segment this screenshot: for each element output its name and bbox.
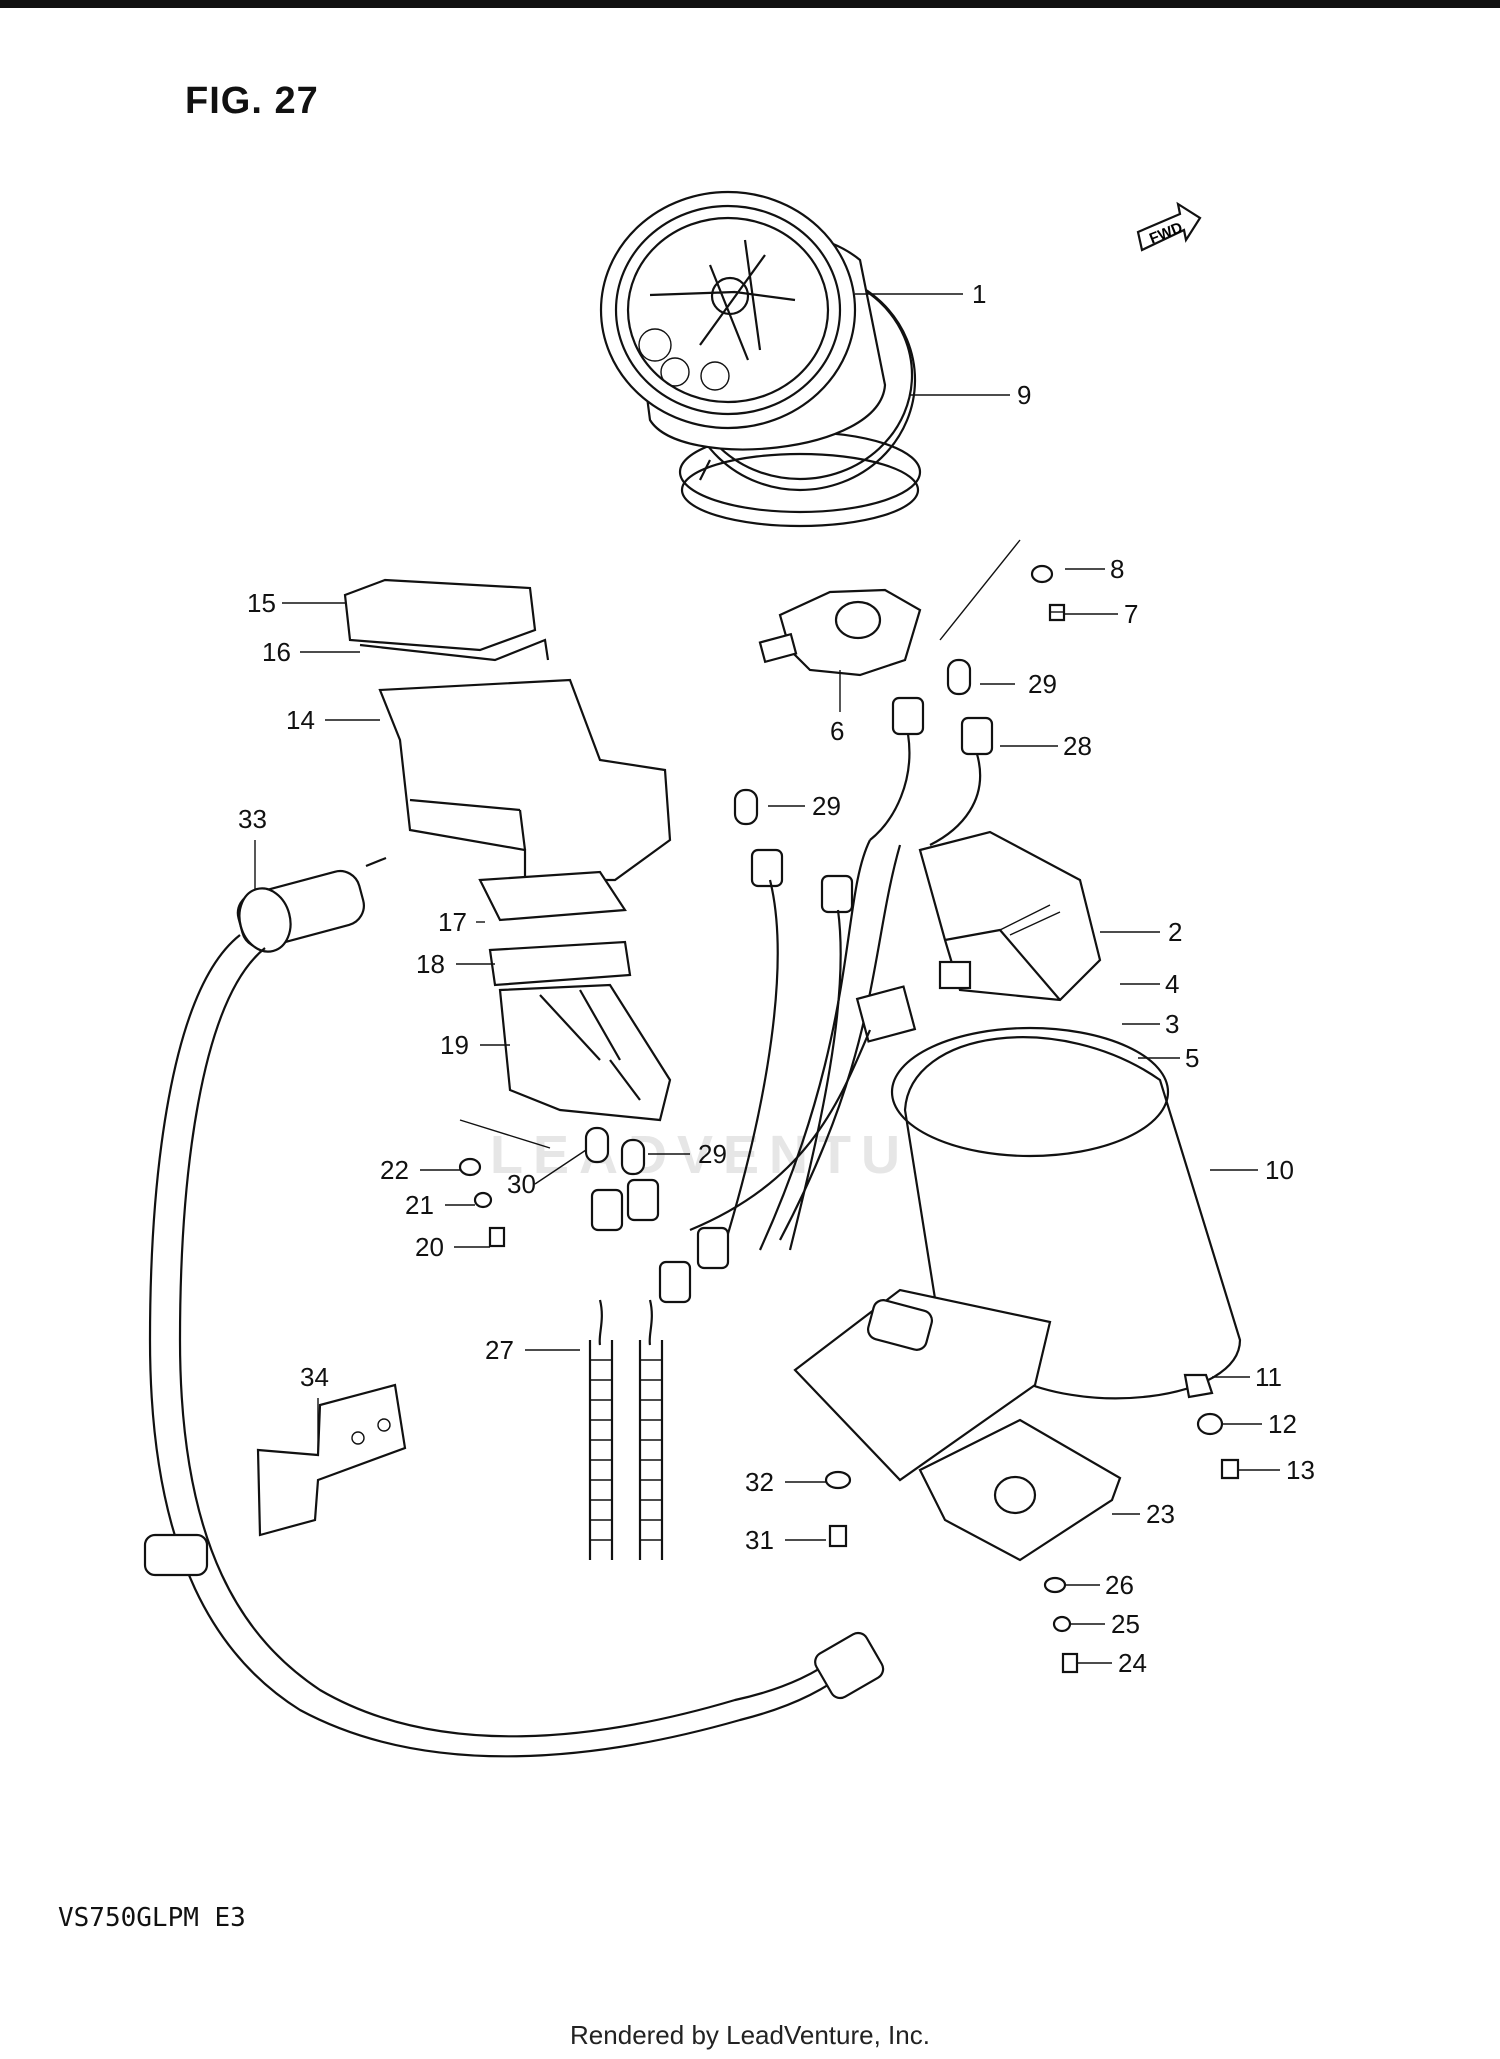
callout-17: 17	[438, 907, 467, 937]
callout-29-a: 29	[1028, 669, 1057, 699]
callout-30: 30	[507, 1169, 536, 1199]
fwd-label: FWD	[1147, 219, 1185, 248]
cable-bracket	[256, 1383, 407, 1537]
fastener-24-26	[1043, 1576, 1079, 1674]
callout-leaders	[254, 293, 1280, 1664]
callout-33: 33	[238, 804, 267, 834]
callout-29-b: 29	[812, 791, 841, 821]
callout-11: 11	[1255, 1362, 1282, 1392]
indicator-lens-set	[459, 870, 672, 1149]
callout-labels: 1 2 3 4 5 6 7 8 9 10 11 12 13 14 15 16 1…	[238, 279, 1315, 1678]
callout-22: 22	[380, 1155, 409, 1185]
fastener-31-32	[824, 1470, 852, 1548]
callout-13: 13	[1286, 1455, 1315, 1485]
callout-29-c: 29	[698, 1139, 727, 1169]
callout-20: 20	[415, 1232, 444, 1262]
callout-21: 21	[405, 1190, 434, 1220]
callout-1: 1	[972, 279, 986, 309]
indicator-module	[918, 830, 1102, 1002]
callout-12: 12	[1268, 1409, 1297, 1439]
callout-4: 4	[1165, 969, 1179, 999]
callout-28: 28	[1063, 731, 1092, 761]
fastener-11-13	[1183, 1373, 1240, 1480]
bulb-socket-group-upper	[733, 658, 994, 914]
callout-5: 5	[1185, 1043, 1199, 1073]
callout-32: 32	[745, 1467, 774, 1497]
callout-34: 34	[300, 1362, 329, 1392]
callout-7: 7	[1124, 599, 1138, 629]
callout-9: 9	[1017, 380, 1031, 410]
footer-credit: Rendered by LeadVenture, Inc.	[570, 2020, 930, 2050]
callout-27: 27	[485, 1335, 514, 1365]
callout-19: 19	[440, 1030, 469, 1060]
sensor-holder	[758, 539, 1021, 677]
indicator-housing	[343, 578, 672, 882]
figure-title: FIG. 27	[185, 80, 319, 122]
callout-16: 16	[262, 637, 291, 667]
callout-31: 31	[745, 1525, 774, 1555]
lower-bracket	[918, 1418, 1122, 1562]
callout-2: 2	[1168, 917, 1182, 947]
top-border	[0, 0, 1500, 8]
callout-25: 25	[1111, 1609, 1140, 1639]
fwd-arrow-icon: FWD	[1136, 201, 1202, 252]
screw-7	[1048, 603, 1066, 622]
instrument-cover	[793, 1026, 1242, 1482]
speedometer-gauge	[599, 190, 922, 528]
speedometer-cable	[143, 856, 885, 1758]
wiring-harness	[584, 839, 917, 1560]
callout-24: 24	[1118, 1648, 1147, 1678]
callout-10: 10	[1265, 1155, 1294, 1185]
callout-3: 3	[1165, 1009, 1179, 1039]
callout-23: 23	[1146, 1499, 1175, 1529]
callout-8: 8	[1110, 554, 1124, 584]
callout-26: 26	[1105, 1570, 1134, 1600]
washer-8	[1030, 564, 1054, 584]
fastener-20-22	[458, 1157, 506, 1248]
model-code: VS750GLPM E3	[58, 1903, 246, 1933]
callout-14: 14	[286, 705, 315, 735]
callout-6: 6	[830, 716, 844, 746]
callout-18: 18	[416, 949, 445, 979]
callout-15: 15	[247, 588, 276, 618]
